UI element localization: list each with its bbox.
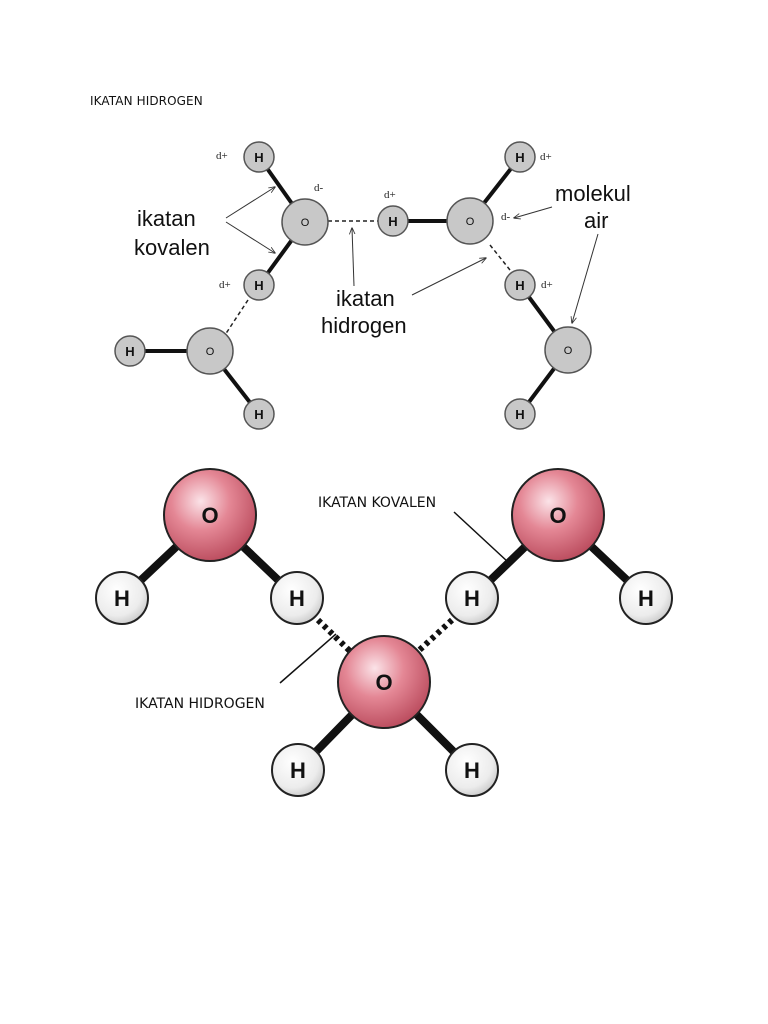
- hydrogen-symbol: H: [515, 278, 524, 293]
- pointer-arrows: [225, 187, 599, 323]
- label-molekul-air-line2: air: [584, 208, 608, 233]
- oxygen-atom: [281, 198, 329, 246]
- oxygen-symbol: O: [549, 503, 566, 528]
- hydrogen-symbol: H: [515, 150, 524, 165]
- hydrogen-atom: [619, 571, 673, 625]
- partial-charges: d+ d- d+ d- d+ d+ d+: [216, 150, 553, 291]
- hydrogen-atom: [377, 205, 409, 237]
- label-ikatan-kovalen-line1: ikatan: [137, 206, 196, 231]
- oxygen-symbol: O: [564, 345, 573, 357]
- oxygen-atom: [186, 327, 234, 375]
- oxygen-symbol: O: [466, 216, 475, 228]
- hydrogen-symbol: H: [388, 214, 397, 229]
- oxygen-atom: [163, 468, 257, 562]
- hydrogen-atom: [445, 743, 499, 797]
- diagram-top: O H H O H H O H H O H H: [114, 141, 631, 430]
- hydrogen-atom: [95, 571, 149, 625]
- hydrogen-bonds-top: [224, 220, 511, 336]
- hydrogen-symbol: H: [290, 758, 306, 783]
- hydrogen-atom: [271, 743, 325, 797]
- oxygen-symbol: O: [201, 503, 218, 528]
- hydrogen-atom: [243, 269, 275, 301]
- hydrogen-atom: [504, 141, 536, 173]
- label-molekul-air-line1: molekul: [555, 181, 631, 206]
- hydrogen-atom: [114, 335, 146, 367]
- water-molecule-1: O H H: [243, 141, 329, 301]
- hydrogen-atom: [445, 571, 499, 625]
- hydrogen-symbol: H: [464, 758, 480, 783]
- delta-plus-label: d+: [219, 279, 231, 291]
- oxygen-symbol: O: [206, 346, 215, 358]
- label-ikatan-hidrogen-line2: hidrogen: [321, 313, 407, 338]
- oxygen-atom: [446, 197, 494, 245]
- oxygen-symbol: O: [375, 670, 392, 695]
- water-molecule-3: O H H: [377, 141, 536, 245]
- delta-plus-label: d+: [384, 189, 396, 201]
- hydrogen-atom: [504, 269, 536, 301]
- label-ikatan-hidrogen-line1: ikatan: [336, 286, 395, 311]
- water-molecule-center: O H H: [271, 635, 499, 797]
- diagram-bottom: O H H O H H O H H IKATAN KOVALEN: [95, 468, 673, 797]
- hydrogen-symbol: H: [254, 150, 263, 165]
- hydrogen-symbol: H: [638, 586, 654, 611]
- label-ikatan-kovalen: IKATAN KOVALEN: [318, 495, 436, 511]
- oxygen-atom: [511, 468, 605, 562]
- water-molecule-2: O H H: [114, 327, 275, 430]
- water-molecule-4: O H H: [504, 269, 592, 430]
- page-title: IKATAN HIDROGEN: [90, 94, 203, 108]
- delta-minus-label: d-: [501, 211, 511, 223]
- water-molecule-right: O H H: [445, 468, 673, 625]
- hydrogen-symbol: H: [254, 407, 263, 422]
- hydrogen-symbol: H: [464, 586, 480, 611]
- delta-minus-label: d-: [314, 182, 324, 194]
- label-ikatan-kovalen-line2: kovalen: [134, 235, 210, 260]
- hydrogen-atom: [243, 141, 275, 173]
- oxygen-symbol: O: [301, 217, 310, 229]
- oxygen-atom: [544, 326, 592, 374]
- hydrogen-symbol: H: [114, 586, 130, 611]
- water-molecule-left: O H H: [95, 468, 324, 625]
- hydrogen-atom: [504, 398, 536, 430]
- leader-lines: [279, 511, 509, 684]
- hydrogen-symbol: H: [515, 407, 524, 422]
- delta-plus-label: d+: [541, 279, 553, 291]
- hydrogen-atom: [243, 398, 275, 430]
- delta-plus-label: d+: [540, 151, 552, 163]
- hydrogen-bonds-bottom: [315, 617, 455, 659]
- hydrogen-symbol: H: [289, 586, 305, 611]
- delta-plus-label: d+: [216, 150, 228, 162]
- hydrogen-symbol: H: [254, 278, 263, 293]
- hydrogen-symbol: H: [125, 344, 134, 359]
- label-ikatan-hidrogen: IKATAN HIDROGEN: [135, 696, 265, 712]
- hydrogen-atom: [270, 571, 324, 625]
- oxygen-atom: [337, 635, 431, 729]
